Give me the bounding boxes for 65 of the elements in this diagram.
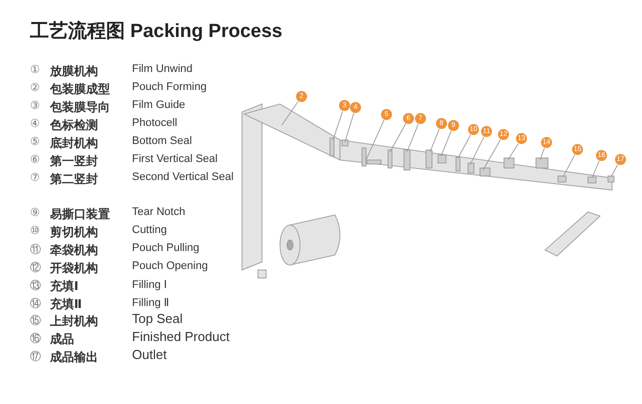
leader-line: [540, 148, 545, 160]
step-name: 底封机构: [50, 135, 98, 152]
step-name: 成品输出: [50, 349, 98, 366]
step-name: 放膜机构: [50, 63, 98, 80]
step-number: ⑩: [30, 224, 40, 237]
leader-line: [508, 143, 519, 160]
step-number: ⑦: [30, 171, 40, 184]
step-name: Finished Product: [132, 329, 230, 344]
step-name: Film Unwind: [132, 63, 193, 75]
step-name: 包装膜成型: [50, 81, 110, 98]
step-number: ⑤: [30, 135, 40, 148]
step-name: Pouch Forming: [132, 81, 207, 93]
leader-line: [390, 123, 406, 152]
step-name: 剪切机构: [50, 224, 98, 241]
step-name: 色标检测: [50, 117, 98, 134]
leader-line: [482, 139, 501, 170]
step-number: ①: [30, 63, 40, 76]
step-name: Bottom Seal: [132, 135, 192, 147]
step-name: 第一竖封: [50, 153, 98, 170]
leader-line: [470, 136, 484, 166]
leader-line: [562, 154, 576, 178]
leader-line: [366, 120, 384, 160]
step-name: 开袋机构: [50, 260, 98, 277]
step-number: ⑨: [30, 206, 40, 219]
step-name: First Vertical Seal: [132, 153, 218, 165]
step-number: ②: [30, 81, 40, 94]
step-name: 成品: [50, 331, 74, 348]
step-number: ③: [30, 99, 40, 112]
step-name: Photocell: [132, 117, 178, 129]
step-number: ⑫: [30, 260, 41, 275]
step-name: Filling Ⅰ: [132, 278, 168, 291]
step-name: 上封机构: [50, 313, 98, 330]
leader-line: [592, 160, 600, 178]
step-name: 充填Ⅱ: [50, 296, 82, 313]
leader-line: [406, 124, 419, 152]
step-name: Top Seal: [132, 311, 183, 326]
step-number: ④: [30, 117, 40, 130]
leader-line: [430, 128, 440, 152]
title: 工艺流程图 Packing Process: [30, 20, 282, 44]
step-number: ⑪: [30, 242, 41, 257]
step-name: Outlet: [132, 347, 167, 362]
leader-line: [610, 164, 618, 178]
step-number: ⑭: [30, 296, 41, 311]
leader-line: [332, 110, 343, 140]
step-number: ⑰: [30, 350, 41, 364]
step-name: Pouch Pulling: [132, 242, 200, 254]
leader-line: [458, 134, 472, 158]
step-number: ⑯: [30, 332, 41, 346]
step-number: ⑥: [30, 153, 40, 166]
step-name: Pouch Opening: [132, 260, 208, 272]
leader-line: [440, 130, 452, 156]
step-name: Second Vertical Seal: [132, 171, 234, 183]
step-name: 易撕口装置: [50, 206, 110, 223]
step-name: 牵袋机构: [50, 242, 98, 259]
step-name: Tear Notch: [132, 206, 186, 218]
step-number: ⑬: [30, 278, 41, 293]
step-name: 充填Ⅰ: [50, 278, 78, 295]
step-number: ⑮: [30, 314, 41, 328]
leader-line: [282, 101, 298, 126]
step-name: Filling Ⅱ: [132, 296, 170, 309]
step-name: 包装膜导向: [50, 99, 110, 116]
leader-line: [344, 112, 354, 142]
step-name: Film Guide: [132, 99, 186, 111]
step-name: Cutting: [132, 224, 167, 236]
step-name: 第二竖封: [50, 171, 98, 188]
